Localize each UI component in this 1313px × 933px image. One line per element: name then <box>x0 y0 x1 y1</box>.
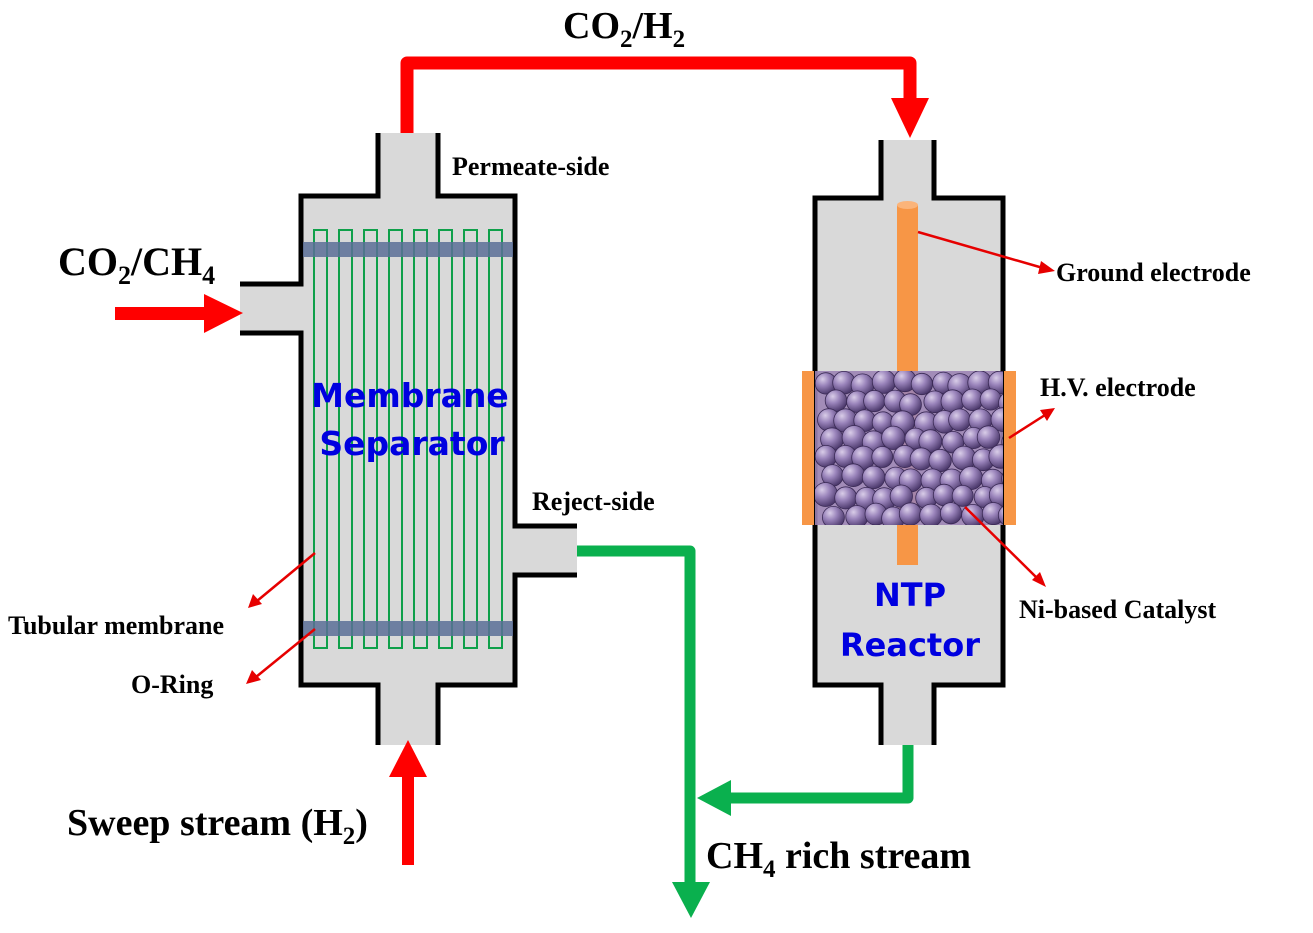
ground-electrode-top <box>897 201 918 209</box>
permeate-flow-arrow <box>400 56 929 138</box>
feed-arrow <box>115 294 243 333</box>
separator-title-line1: Membrane <box>311 376 509 415</box>
catalyst-pellet <box>928 448 952 473</box>
catalyst-pellets <box>815 371 1003 525</box>
product-stream-label: CH4 rich stream <box>706 835 971 883</box>
catalyst-pellet <box>824 389 848 412</box>
oring-pointer-head <box>246 670 261 684</box>
catalyst-pellet <box>841 463 866 488</box>
catalyst-pointer <box>964 506 1038 579</box>
catalyst-label: Ni-based Catalyst <box>1019 595 1217 624</box>
hv-electrode-right <box>1004 371 1016 525</box>
tube-pointer-head <box>248 594 262 608</box>
membrane-tube <box>388 229 403 649</box>
catalyst-pellet <box>822 506 845 525</box>
catalyst-pointer-head <box>1032 572 1046 587</box>
sweep-stream-label: Sweep stream (H2) <box>67 802 368 850</box>
tube-pointer <box>256 552 316 602</box>
hv-pointer <box>1008 413 1046 440</box>
hv-electrode-label: H.V. electrode <box>1040 373 1196 402</box>
membrane-tube <box>363 229 378 649</box>
membrane-tube <box>313 229 328 649</box>
catalyst-pellet <box>815 445 838 468</box>
separator-title-line2: Separator <box>319 424 505 463</box>
reactor-title-line1: NTP <box>874 576 946 614</box>
membrane-tube <box>413 229 428 649</box>
separator-outline-left <box>240 133 381 287</box>
separator-outline-right-upper <box>435 133 577 529</box>
catalyst-pellet <box>871 371 897 394</box>
o-ring-bottom <box>303 621 513 636</box>
catalyst-pellet <box>910 372 934 396</box>
tubular-membrane-label: Tubular membrane <box>8 611 224 640</box>
separator-vessel <box>240 133 577 745</box>
separator-outline-left-lower <box>240 330 381 745</box>
catalyst-pellet <box>981 502 1003 525</box>
hv-electrode-left <box>802 371 814 525</box>
catalyst-pellet <box>940 502 963 525</box>
catalyst-pellet <box>979 388 1002 411</box>
catalyst-pellet <box>997 506 1003 525</box>
o-ring-top <box>303 242 513 257</box>
membrane-tube <box>338 229 353 649</box>
ground-pointer <box>917 230 1044 270</box>
oring-pointer <box>255 628 316 678</box>
tubular-membranes <box>313 229 503 649</box>
feed-label: CO2/CH4 <box>58 239 215 290</box>
o-ring-label: O-Ring <box>131 670 213 699</box>
catalyst-pellet <box>845 505 869 525</box>
catalyst-pellet <box>948 408 971 432</box>
reactor-outlet-arrow <box>697 745 914 816</box>
catalyst-pellet <box>815 482 838 507</box>
reactor-title-line2: Reactor <box>840 626 980 664</box>
separator-outline-right-lower <box>435 572 577 745</box>
catalyst-pellet <box>976 425 1001 449</box>
permeate-stream-label: CO2/H2 <box>563 5 685 53</box>
ground-electrode-label: Ground electrode <box>1056 258 1251 287</box>
membrane-tube <box>463 229 478 649</box>
sweep-arrow <box>389 740 427 865</box>
pointer-arrows <box>246 230 1055 684</box>
catalyst-pellet <box>951 484 974 507</box>
membrane-separator: Membrane Separator <box>240 133 577 745</box>
catalyst-pellet <box>919 503 943 525</box>
membrane-tube <box>438 229 453 649</box>
catalyst-pellet <box>863 389 886 413</box>
catalyst-pellet <box>988 444 1003 469</box>
catalyst-pellet <box>990 407 1003 432</box>
catalyst-pellet <box>1001 472 1003 485</box>
reject-flow-arrow <box>577 545 710 918</box>
catalyst-pellet <box>898 502 923 525</box>
permeate-side-label: Permeate-side <box>452 152 609 181</box>
ntp-reactor: NTP Reactor <box>802 140 1016 745</box>
catalyst-pellet <box>871 446 894 468</box>
reject-side-label: Reject-side <box>532 487 655 516</box>
hv-pointer-head <box>1040 408 1055 421</box>
membrane-tube <box>488 229 503 649</box>
ground-pointer-head <box>1038 261 1055 274</box>
catalyst-pellet <box>861 465 886 490</box>
